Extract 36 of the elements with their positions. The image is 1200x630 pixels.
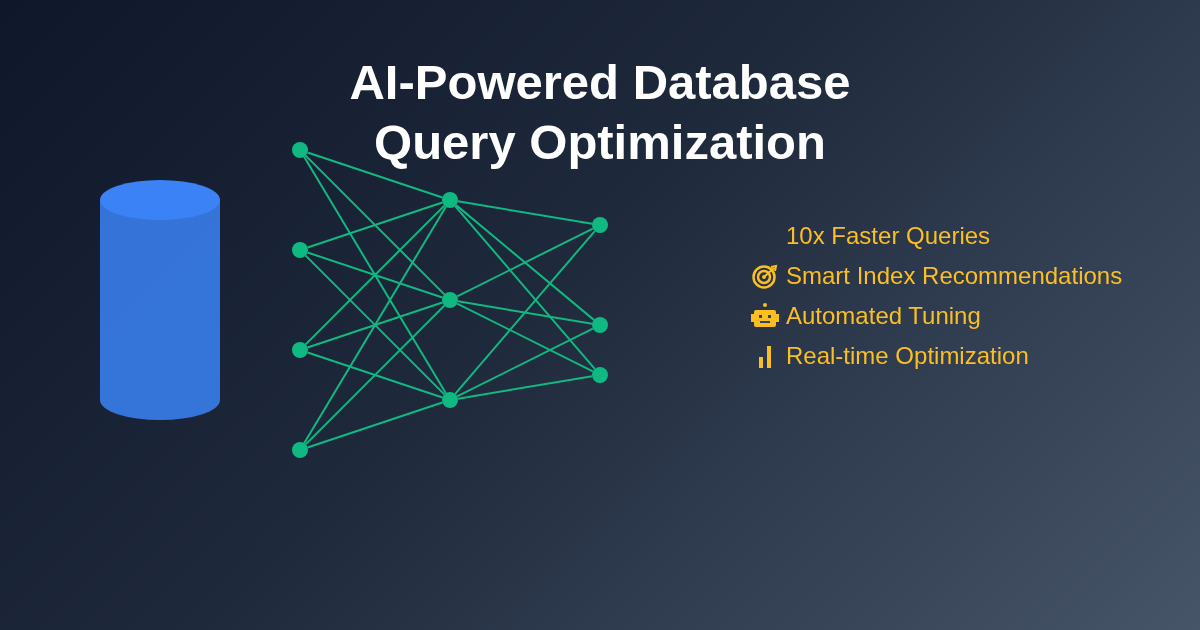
network-connection [304,304,446,446]
network-node [442,292,458,308]
network-node [292,442,308,458]
network-connection [456,327,594,398]
network-connection [456,200,594,225]
network-connection [306,351,444,399]
network-connection [304,154,446,296]
network-connection [306,151,444,199]
network-node [442,192,458,208]
feature-text: Smart Index Recommendations [786,262,1123,290]
network-connection [306,301,444,349]
network-connection [304,254,446,396]
network-connection [306,201,444,249]
feature-text: 10x Faster Queries [786,222,991,250]
network-node [292,342,308,358]
network-node [442,392,458,408]
network-connection [304,204,446,346]
network-connection [456,302,594,373]
network-connection [456,227,594,298]
network-connection [454,205,596,370]
network-connection [303,155,447,395]
feature-text: Real-time Optimization [786,342,1029,370]
network-node [592,217,608,233]
network-connection [306,251,444,299]
network-connection [455,204,595,321]
title: AI-Powered Database Query Optimization [348,54,852,171]
network-connection [303,205,447,445]
network-node [592,367,608,383]
feature-text: Automated Tuning [786,302,981,330]
network-node [292,142,308,158]
network-node [592,317,608,333]
network-connection [456,300,594,325]
network-connection [456,375,594,400]
network-connection [454,230,596,395]
network-connection [306,401,444,449]
network-node [292,242,308,258]
